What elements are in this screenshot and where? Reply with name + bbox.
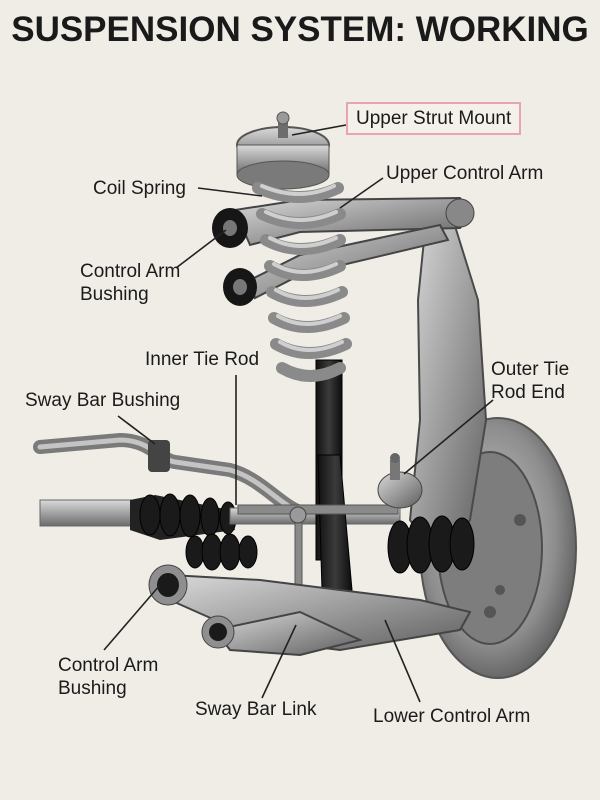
leader-lines: [103, 124, 494, 703]
label-outer-tie-rod-end: Outer Tie Rod End: [491, 359, 570, 403]
strut-assembly: [236, 111, 356, 626]
label-upper-control-arm: Upper Control Arm: [386, 163, 544, 184]
sway-bar: [33, 432, 307, 519]
label-control-arm-bushing-upper: Control Arm Bushing: [80, 261, 181, 305]
upper-control-arm-bushings: [212, 208, 257, 306]
lower-control-arm: [169, 573, 472, 657]
label-control-arm-bushing-lower: Control Arm Bushing: [58, 655, 159, 699]
upper-control-arm: [233, 196, 475, 300]
label-sway-bar-bushing: Sway Bar Bushing: [25, 390, 181, 411]
label-lower-control-arm: Lower Control Arm: [373, 706, 531, 727]
label-sway-bar-link: Sway Bar Link: [195, 699, 317, 720]
label-upper-strut-mount: Upper Strut Mount: [346, 102, 522, 135]
sway-bar-bushing-part: [148, 440, 170, 472]
label-coil-spring: Coil Spring: [93, 178, 186, 199]
label-inner-tie-rod: Inner Tie Rod: [145, 349, 260, 370]
tie-rod: [237, 453, 423, 515]
lower-control-arm-bushings: [148, 564, 235, 649]
diagram-title: SUSPENSION SYSTEM: WORKING: [11, 10, 589, 49]
